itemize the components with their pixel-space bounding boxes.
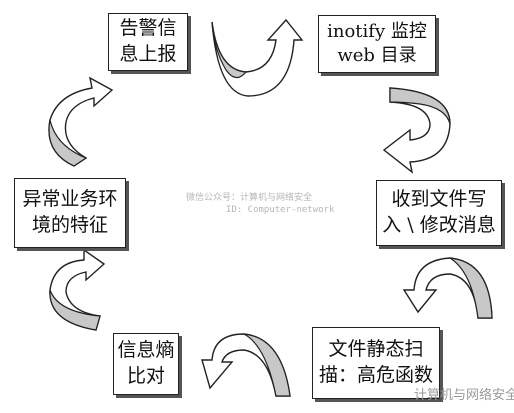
step-label-line: 文件静态扫 bbox=[328, 338, 424, 361]
watermark-id: ID: Computer-network bbox=[226, 205, 335, 215]
step-label-line: 境的特征 bbox=[31, 214, 108, 236]
arrow-entropy-to-anomaly bbox=[49, 248, 106, 331]
step-label-line: 异常业务环 bbox=[22, 188, 118, 211]
step-label-line: inotify 监控 bbox=[327, 20, 427, 42]
arrow-alert-to-monitor bbox=[211, 18, 304, 97]
step-entropy-compare: 信息熵 比对 bbox=[113, 333, 179, 395]
step-label-line: web 目录 bbox=[337, 45, 417, 66]
watermark-corner: 计算机与网络安全 bbox=[414, 388, 514, 403]
step-label-line: 描：高危函数 bbox=[318, 364, 433, 386]
arrow-monitor-to-receive bbox=[382, 87, 451, 174]
watermark-account: 微信公众号：计算机与网络安全 bbox=[186, 193, 313, 203]
arrow-receive-to-scan bbox=[402, 257, 493, 319]
step-label-line: 比对 bbox=[126, 365, 165, 387]
step-label-line: 入 \ 修改消息 bbox=[382, 214, 496, 236]
step-inotify-monitor: inotify 监控 web 目录 bbox=[318, 15, 436, 73]
step-label-line: 收到文件写 bbox=[391, 188, 487, 211]
step-receive-message: 收到文件写 入 \ 修改消息 bbox=[376, 180, 502, 246]
arrow-anomaly-to-alert bbox=[48, 76, 114, 167]
arrow-scan-to-entropy bbox=[201, 333, 291, 397]
step-anomaly-features: 异常业务环 境的特征 bbox=[14, 178, 126, 248]
step-label-line: 信息熵 bbox=[117, 339, 175, 362]
step-label-line: 告警信 bbox=[119, 17, 177, 40]
step-static-scan: 文件静态扫 描：高危函数 bbox=[312, 327, 440, 399]
step-alert-report: 告警信 息上报 bbox=[108, 13, 188, 71]
step-label-line: 息上报 bbox=[119, 43, 177, 65]
